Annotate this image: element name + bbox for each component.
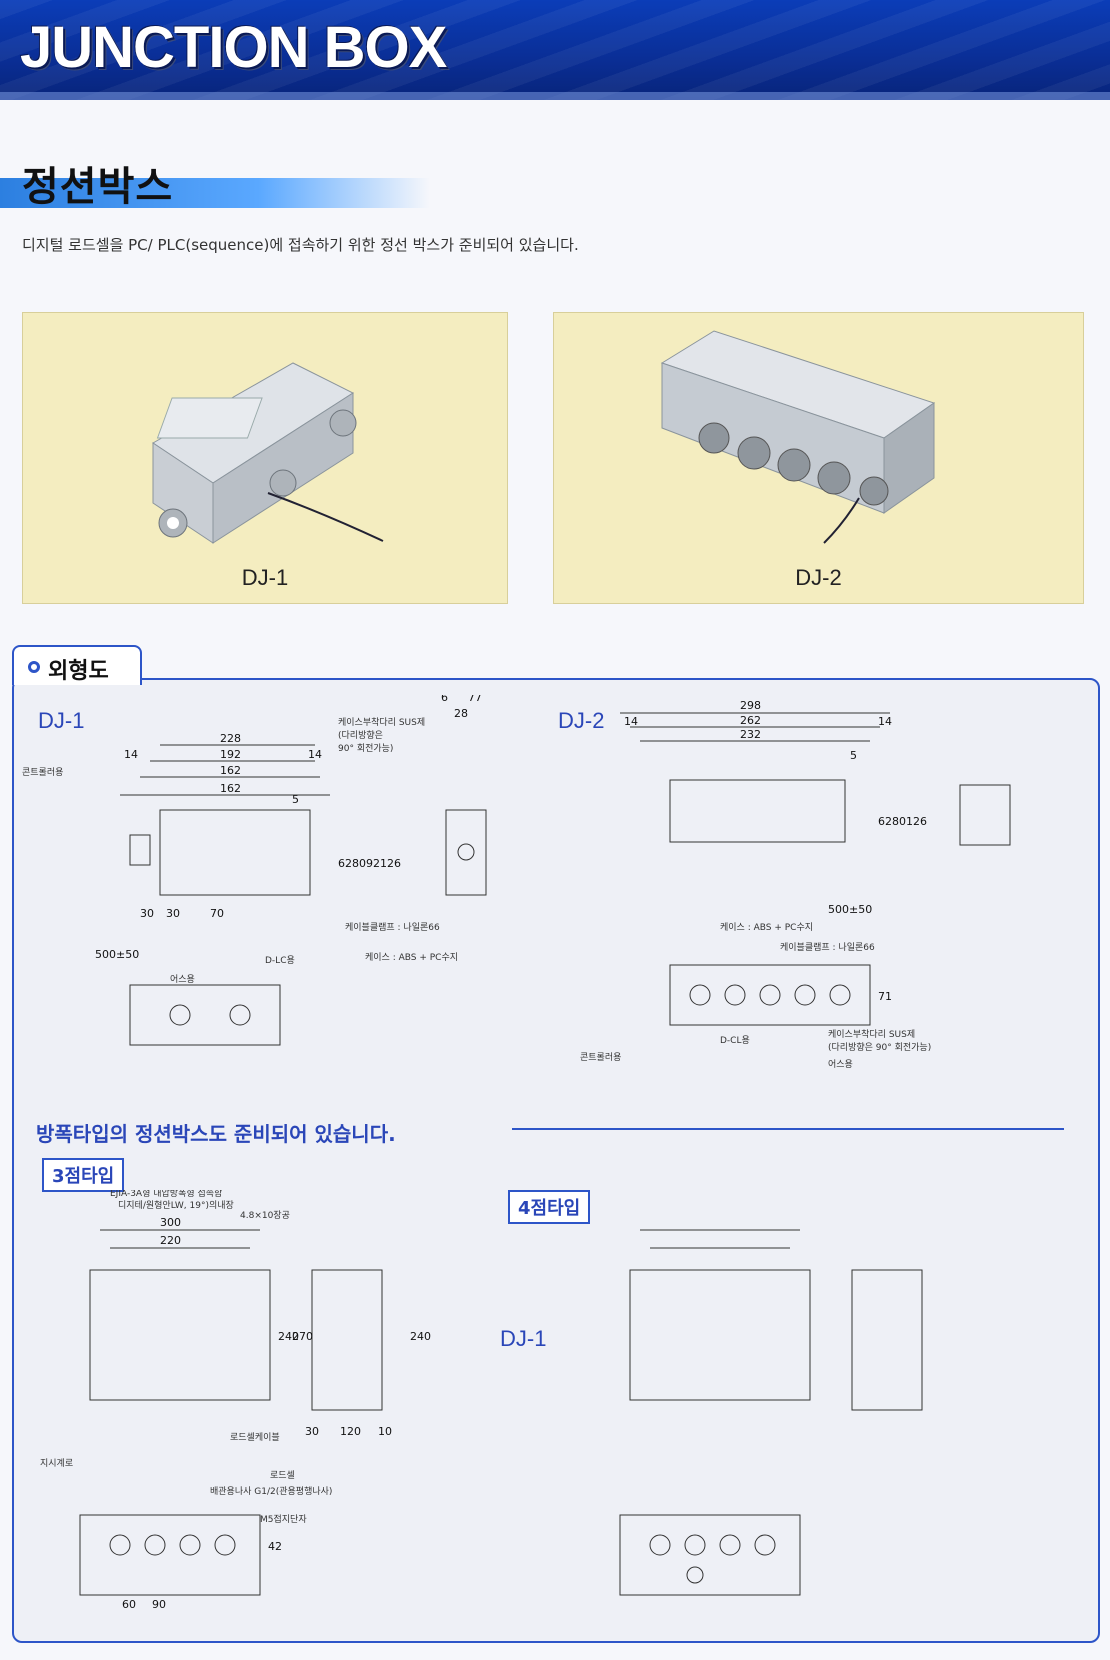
dim-240b: 240 bbox=[410, 1330, 431, 1343]
dim-cable-length: 500±50 bbox=[95, 948, 139, 961]
label-controller: 콘트롤러용 bbox=[22, 767, 63, 778]
section-title-bar bbox=[0, 178, 430, 208]
dim-62-dj2: 62 bbox=[878, 815, 892, 828]
dim-5-dj2: 5 bbox=[850, 749, 857, 762]
dim-60: 60 bbox=[122, 1598, 136, 1611]
photo-caption-dj1: DJ-1 bbox=[241, 565, 289, 590]
photo-caption-dj2: DJ-2 bbox=[795, 565, 842, 590]
dim-92: 92 bbox=[366, 857, 380, 870]
dim-30: 30 bbox=[305, 1425, 319, 1438]
dim-71: 71 bbox=[878, 990, 892, 1003]
dim-298: 298 bbox=[740, 699, 761, 712]
bullet-icon bbox=[28, 661, 40, 673]
dim-192: 192 bbox=[220, 748, 241, 761]
dim-162a: 162 bbox=[220, 764, 241, 777]
dim-77: 77 bbox=[468, 695, 482, 704]
dim-240a: 240 bbox=[278, 1330, 299, 1343]
label-legs: 케이스부착다리 SUS제 bbox=[338, 717, 425, 728]
exp-4pt-drawing bbox=[619, 1229, 923, 1596]
dim-126-dj2: 126 bbox=[906, 815, 927, 828]
label-case: 케이스 : ABS + PC수지 bbox=[365, 952, 458, 963]
badge-3-point-type: 3점타입 bbox=[42, 1158, 125, 1192]
label-cable-clamp: 케이블클램프 : 나일론66 bbox=[345, 921, 440, 933]
dim-126: 126 bbox=[380, 857, 401, 870]
label-ground: 어스용 bbox=[170, 974, 195, 985]
dim-300: 300 bbox=[160, 1216, 181, 1229]
dj2-box-illustration bbox=[660, 330, 936, 544]
dim-14a: 14 bbox=[124, 748, 138, 761]
dim-220: 220 bbox=[160, 1234, 181, 1247]
banner-stripes bbox=[0, 0, 1110, 100]
dj2-outline-drawing: 298 262 232 14 14 5 62 80 126 500±50 71 … bbox=[580, 699, 1011, 1070]
dim-cable-length-dj2: 500±50 bbox=[828, 903, 872, 916]
dim-62: 62 bbox=[338, 857, 352, 870]
label-dcl-dj2: D-CL용 bbox=[720, 1035, 750, 1046]
label-controller-dj2: 콘트롤러용 bbox=[580, 1052, 621, 1063]
divider-line bbox=[512, 1128, 1064, 1130]
dim-30a: 30 bbox=[140, 907, 154, 920]
dim-42: 42 bbox=[268, 1540, 282, 1553]
dim-80-dj2: 80 bbox=[892, 815, 906, 828]
photo-dj2: DJ-2 bbox=[553, 312, 1084, 604]
dim-14b-dj2: 14 bbox=[878, 715, 892, 728]
dim-14a-dj2: 14 bbox=[624, 715, 638, 728]
dim-28: 28 bbox=[454, 707, 468, 720]
exp-3pt-drawing: 300 220 240 270 240 30 120 10 60 90 42 E… bbox=[40, 1190, 431, 1611]
label-mount-hole: 4.8×10장공 bbox=[240, 1210, 290, 1221]
dim-270: 270 bbox=[292, 1330, 313, 1343]
dim-120: 120 bbox=[340, 1425, 361, 1438]
page-title: JUNCTION BOX bbox=[20, 15, 447, 80]
label-to-indicator: 지시계로 bbox=[40, 1457, 73, 1469]
label-legs-dj2-2: (다리방향은 90° 회전가능) bbox=[828, 1041, 931, 1053]
label-loadcell-cable: 로드셀케이블 bbox=[230, 1432, 280, 1443]
dj2-model-label: DJ-2 bbox=[558, 708, 605, 733]
dim-6: 6 bbox=[441, 695, 448, 704]
photo-dj1: DJ-1 bbox=[22, 312, 508, 604]
label-legs-2: (다리방향은 bbox=[338, 729, 383, 741]
intro-text: 디지털 로드셀을 PC/ PLC(sequence)에 접속하기 위한 정선 박… bbox=[22, 236, 579, 254]
section-title: 정션박스 bbox=[22, 164, 174, 210]
badge-4-point-type: 4점타입 bbox=[508, 1190, 591, 1224]
explosion-model-label: DJ-1 bbox=[500, 1326, 547, 1351]
dj1-model-label: DJ-1 bbox=[38, 708, 85, 733]
dim-232: 232 bbox=[740, 728, 761, 741]
dim-90: 90 bbox=[152, 1598, 166, 1611]
dim-10: 10 bbox=[378, 1425, 392, 1438]
dim-70: 70 bbox=[210, 907, 224, 920]
label-pipe-thread: 배관용나사 G1/2(관용평행나사) bbox=[210, 1485, 332, 1497]
outline-tab-label: 외형도 bbox=[48, 659, 109, 684]
dim-14b: 14 bbox=[308, 748, 322, 761]
outline-tab: 외형도 bbox=[12, 645, 142, 685]
label-ground-terminal: M5접지단자 bbox=[260, 1513, 307, 1525]
dim-162b: 162 bbox=[220, 782, 241, 795]
label-ground-dj2: 어스용 bbox=[828, 1059, 853, 1070]
dim-5: 5 bbox=[292, 793, 299, 806]
label-legs-dj2: 케이스부착다리 SUS제 bbox=[828, 1029, 915, 1040]
label-exp-type: EJIA-3A형 내압방폭형 접속함 bbox=[110, 1190, 222, 1199]
header-banner: JUNCTION BOX bbox=[0, 0, 1110, 100]
dim-228: 228 bbox=[220, 732, 241, 745]
label-cable-clamp-dj2: 케이블클램프 : 나일론66 bbox=[780, 941, 875, 953]
outline-drawings-panel bbox=[12, 678, 1100, 1643]
label-legs-3: 90° 회전가능) bbox=[338, 743, 393, 754]
dim-80: 80 bbox=[352, 857, 366, 870]
label-dlc: D-LC용 bbox=[265, 955, 295, 966]
label-loadcell: 로드셀 bbox=[270, 1470, 295, 1481]
dim-30b: 30 bbox=[166, 907, 180, 920]
dj1-outline-drawing: 228 192 162 162 14 14 5 62 80 92 126 30 … bbox=[22, 695, 487, 1046]
dim-262: 262 bbox=[740, 714, 761, 727]
label-exp-built-in: 디지테/원형안LW, 19°)의내장 bbox=[118, 1200, 234, 1211]
dj1-box-illustration bbox=[152, 362, 384, 544]
explosion-proof-note: 방폭타입의 정션박스도 준비되어 있습니다. bbox=[36, 1122, 396, 1146]
label-case-dj2: 케이스 : ABS + PC수지 bbox=[720, 922, 813, 933]
